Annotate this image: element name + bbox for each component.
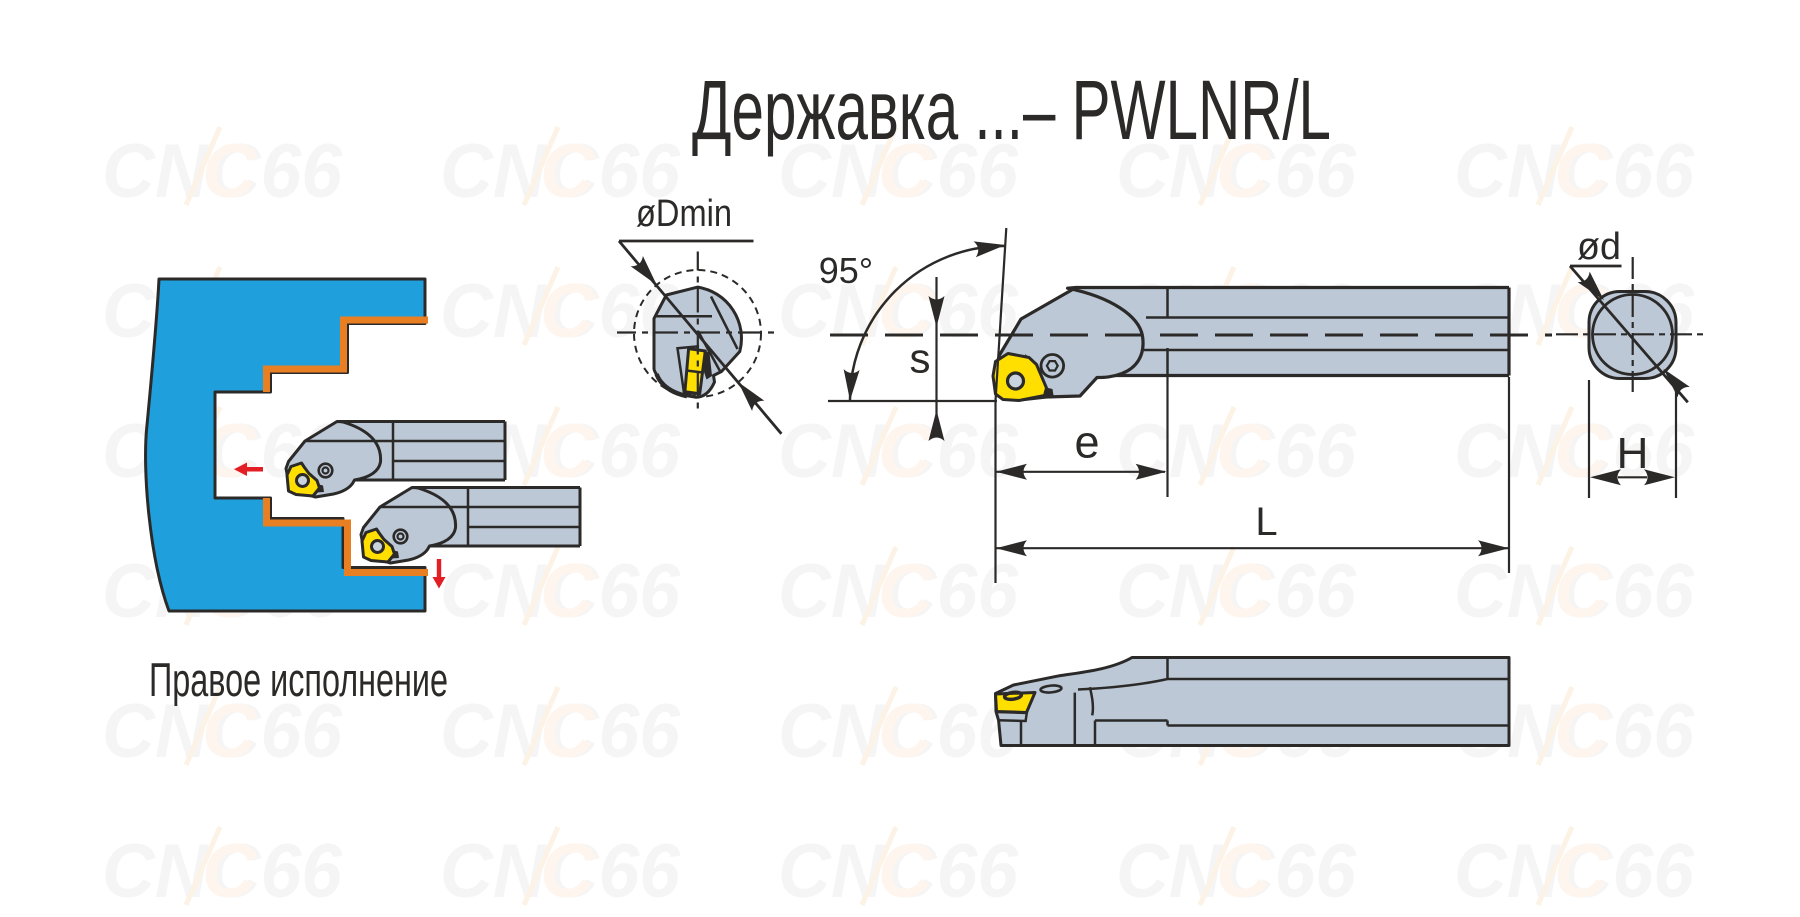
- svg-text:e: e: [1074, 417, 1099, 468]
- svg-text:s: s: [910, 335, 931, 382]
- svg-text:L: L: [1255, 500, 1277, 544]
- svg-text:95°: 95°: [819, 250, 873, 291]
- svg-text:H: H: [1617, 429, 1649, 478]
- svg-text:Правое исполнение: Правое исполнение: [149, 653, 448, 706]
- svg-text:Державка ...– PWLNR/L: Державка ...– PWLNR/L: [692, 63, 1331, 157]
- svg-text:øDmin: øDmin: [636, 193, 732, 235]
- svg-text:ød: ød: [1577, 226, 1621, 268]
